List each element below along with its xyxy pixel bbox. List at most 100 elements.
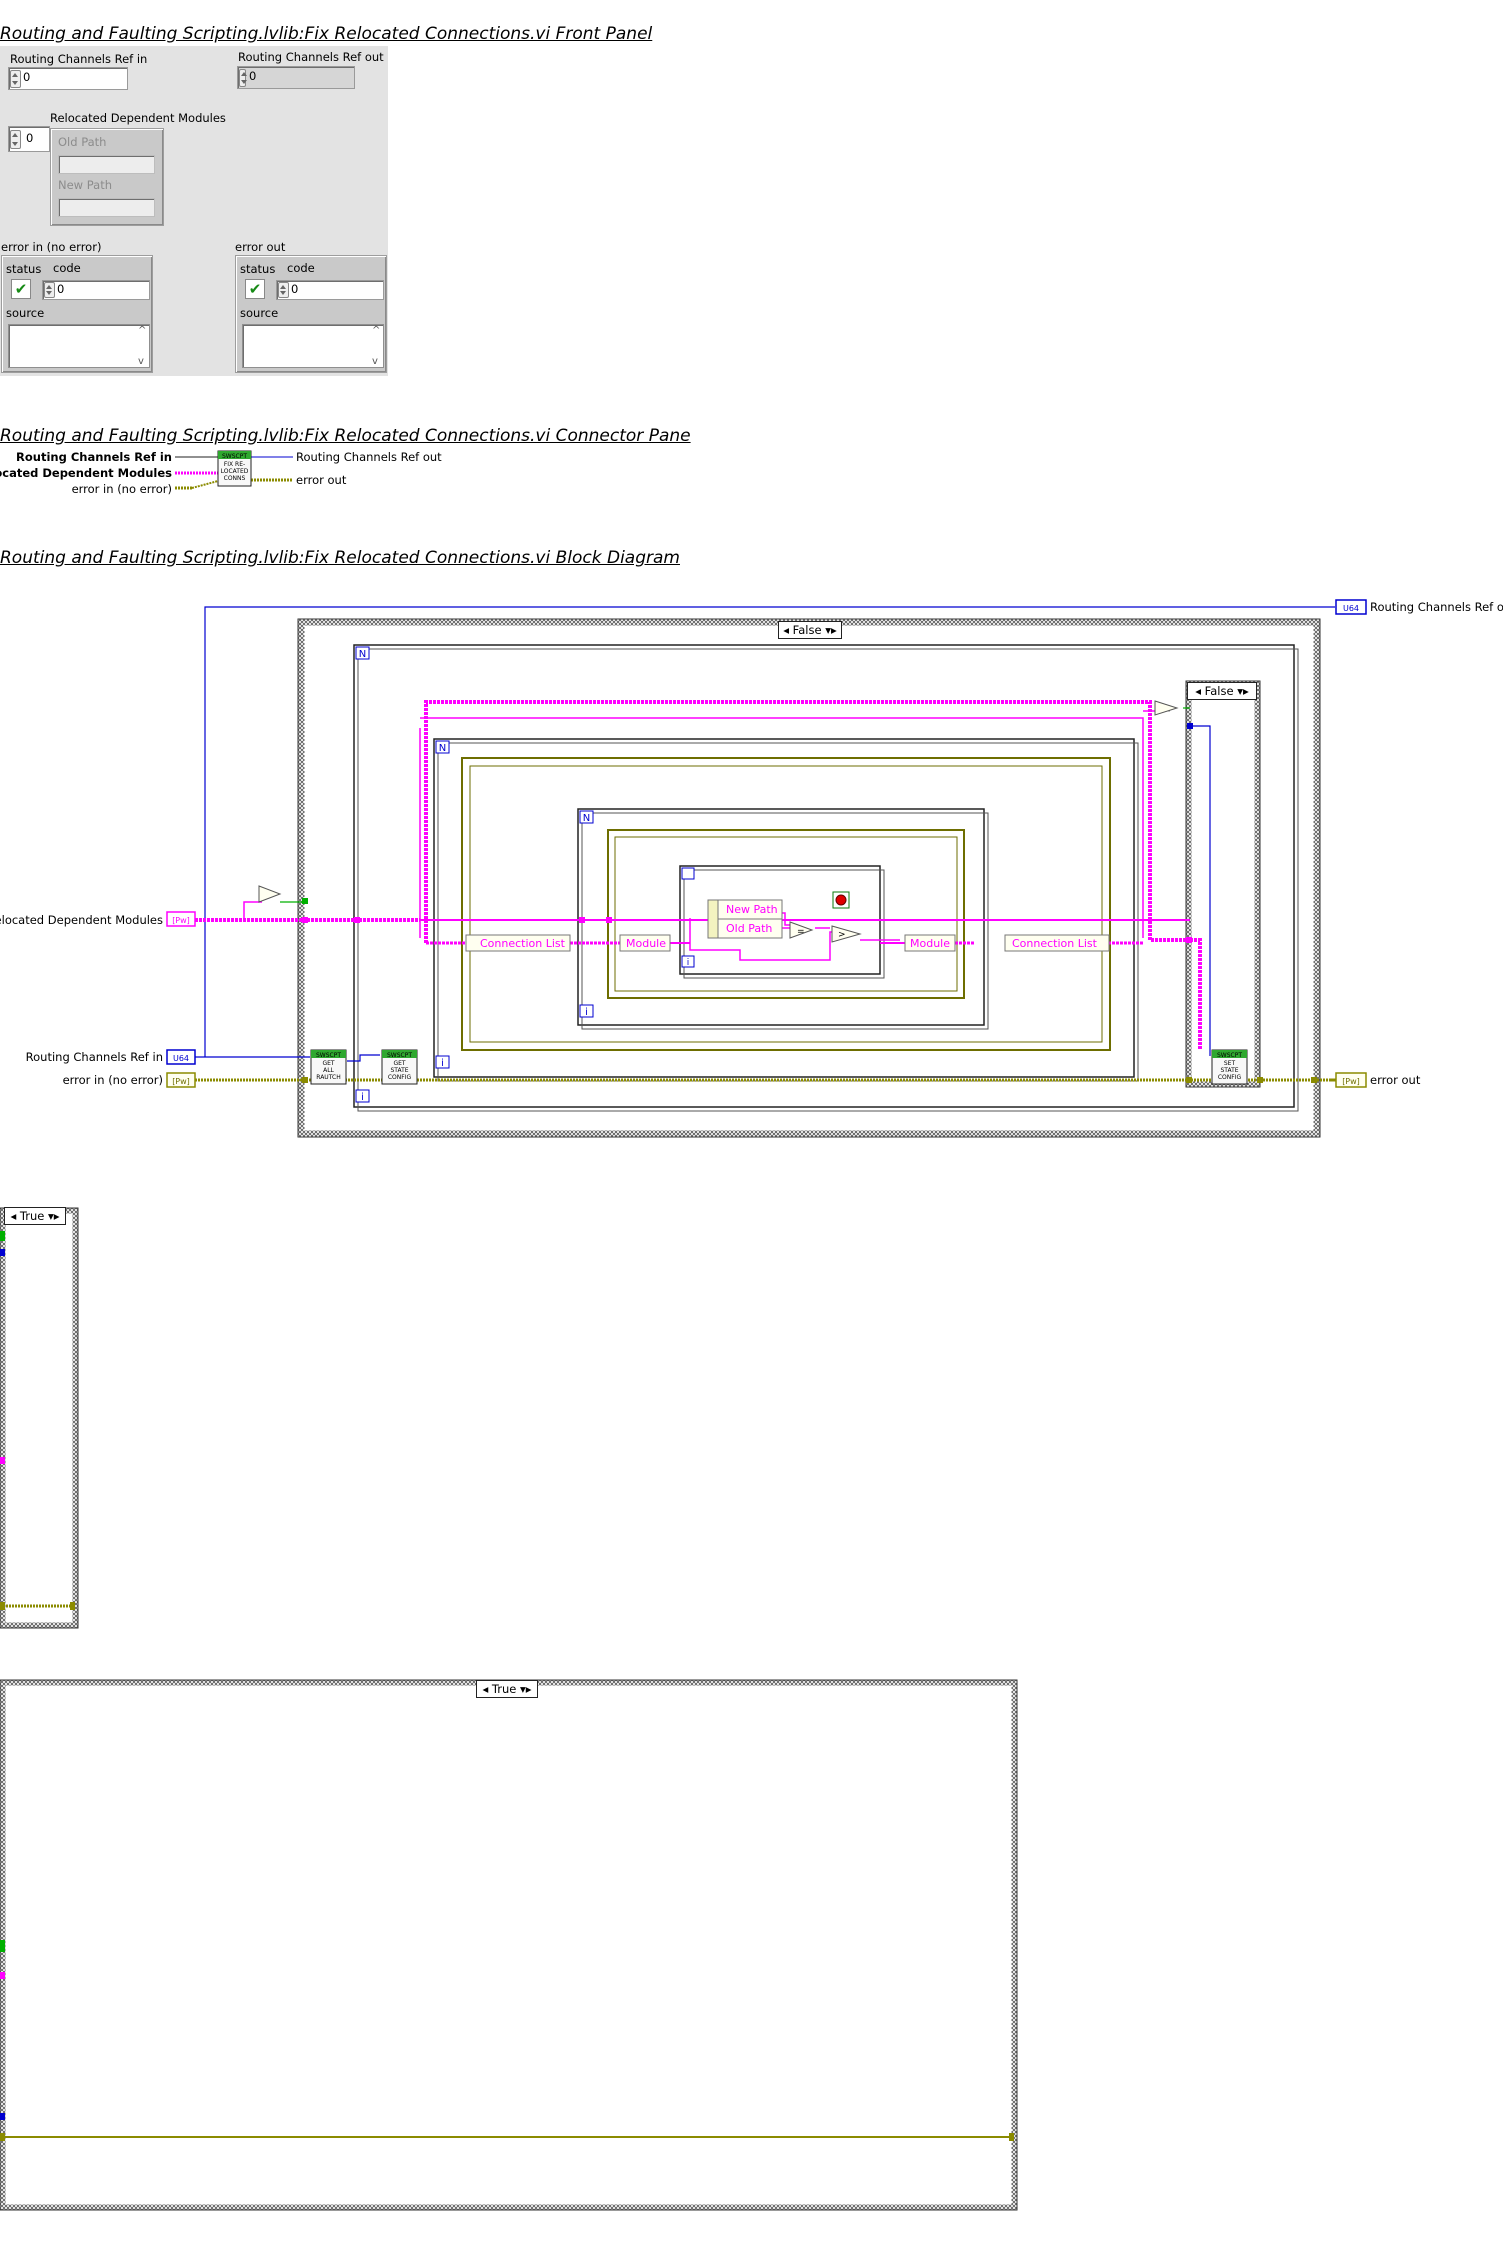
error-in-source-field[interactable]: ^ v <box>8 324 150 368</box>
refnum-icon <box>239 69 247 87</box>
loop-index-terminal <box>435 1055 450 1069</box>
status-checkmark-icon[interactable]: ✔ <box>11 279 31 299</box>
relocated-label: Relocated Dependent Modules <box>0 913 163 927</box>
svg-text:STATE: STATE <box>390 1067 408 1074</box>
svg-text:N: N <box>359 649 366 660</box>
old-path-label: Old Path <box>58 135 107 149</box>
routing-ref-wire <box>204 606 1335 1057</box>
svg-text:CONFIG: CONFIG <box>1218 1074 1242 1081</box>
svg-text:Module: Module <box>626 937 666 950</box>
scroll-up-icon[interactable]: ^ <box>138 325 147 336</box>
code-label: code <box>287 261 315 275</box>
error-out-code-field: 0 <box>276 280 384 300</box>
svg-text:GET: GET <box>322 1060 334 1067</box>
svg-text:SWSCPT: SWSCPT <box>1217 1052 1242 1059</box>
outer-case-structure <box>297 618 1321 1138</box>
dropdown-arrow-icon[interactable]: ▾ <box>1237 684 1243 698</box>
svg-text:GET: GET <box>393 1060 405 1067</box>
decrement-arrow-icon[interactable]: ◂ <box>482 1682 489 1696</box>
decrement-arrow-icon[interactable]: ◂ <box>10 1209 17 1223</box>
svg-text:i: i <box>585 1007 588 1018</box>
scrollbar[interactable]: ^ v <box>136 325 149 367</box>
tunnel <box>1187 723 1193 729</box>
svg-text:Connection List: Connection List <box>480 937 566 950</box>
error-out-label: error out <box>1370 1073 1421 1087</box>
status-label: status <box>6 262 42 276</box>
scroll-up-icon[interactable]: ^ <box>372 325 381 336</box>
svg-text:i: i <box>361 1092 364 1103</box>
error-in-code-field[interactable]: 0 <box>42 280 150 300</box>
svg-text:U64: U64 <box>1343 604 1359 613</box>
code-stepper-icon <box>278 282 289 298</box>
vi-icon-line: LOCATED <box>221 468 249 475</box>
svg-text:N: N <box>439 743 446 754</box>
scroll-down-icon[interactable]: v <box>372 356 378 367</box>
dropdown-arrow-icon[interactable]: ▾ <box>825 623 831 637</box>
error-in-cluster: status code ✔ 0 source ^ v <box>1 255 153 373</box>
relocated-array-index[interactable]: 0 <box>8 126 50 152</box>
svg-text:i: i <box>687 958 690 968</box>
code-label: code <box>53 261 81 275</box>
dropdown-arrow-icon[interactable]: ▾ <box>519 1682 526 1696</box>
loop-index-terminal <box>355 1089 370 1103</box>
increment-arrow-icon[interactable]: ▸ <box>525 1682 532 1696</box>
svg-text:=: = <box>797 927 805 937</box>
increment-arrow-icon[interactable]: ▸ <box>830 623 837 637</box>
dropdown-arrow-icon[interactable]: ▾ <box>47 1209 54 1223</box>
svg-text:RAUTCH: RAUTCH <box>316 1074 340 1081</box>
loop-count-terminal <box>681 867 695 880</box>
svg-text:[Pw]: [Pw] <box>172 916 190 925</box>
increment-arrow-icon[interactable]: ▸ <box>53 1209 60 1223</box>
error-out-label: error out <box>235 240 286 254</box>
increment-arrow-icon[interactable]: ▸ <box>1242 684 1249 698</box>
block-diagram-heading: Routing and Faulting Scripting.lvlib:Fix… <box>0 548 680 568</box>
true-case-selector-2[interactable]: ◂ True ▾▸ <box>476 1680 538 1698</box>
true-case-structure-1 <box>0 1208 78 1628</box>
svg-text:N: N <box>583 813 590 824</box>
cp-output-label: Routing Channels Ref out <box>296 450 442 464</box>
unbundle-field: Old Path <box>726 922 772 935</box>
tunnel <box>1311 1077 1317 1083</box>
cp-input-label: error in (no error) <box>72 482 172 496</box>
routing-in-terminal <box>166 1049 196 1065</box>
routing-out-label: Routing Channels Ref out <box>1370 600 1503 614</box>
svg-text:SWSCPT: SWSCPT <box>387 1052 412 1059</box>
outer-case-selector[interactable]: ◂ False ▾▸ <box>778 621 842 639</box>
middle-for-loop <box>433 738 1135 1078</box>
status-checkmark-icon: ✔ <box>245 279 265 299</box>
empty-array-function <box>258 885 282 903</box>
connection-list-in-node <box>465 934 571 952</box>
old-path-field[interactable] <box>58 155 155 174</box>
scrollbar[interactable]: ^ v <box>370 325 383 367</box>
status-label: status <box>240 262 276 276</box>
subvi-get-state-config: SWSCPT GET STATE CONFIG <box>381 1049 418 1085</box>
tunnel <box>302 898 308 904</box>
block-diagram-canvas: N N N i i i i New Path Old Path = > Conn… <box>0 599 1503 2211</box>
routing-in-label: Routing Channels Ref in <box>10 52 148 66</box>
decrement-arrow-icon[interactable]: ◂ <box>1195 684 1202 698</box>
true-case-selector-1[interactable]: ◂ True ▾▸ <box>4 1207 66 1225</box>
loop-count-terminal <box>579 810 594 824</box>
loop-count-terminal <box>435 740 450 754</box>
scroll-down-icon[interactable]: v <box>138 356 144 367</box>
svg-text:Module: Module <box>910 937 950 950</box>
new-path-label: New Path <box>58 178 113 192</box>
routing-in-control[interactable]: 0 <box>8 67 128 90</box>
code-stepper-icon[interactable] <box>44 282 55 298</box>
source-label: source <box>6 306 45 320</box>
tunnel <box>1186 937 1192 943</box>
index-stepper-icon[interactable] <box>10 130 21 149</box>
svg-text:ALL: ALL <box>323 1067 334 1074</box>
loop-index-terminal <box>681 955 695 968</box>
subvi-set-state-config: SWSCPT SET STATE CONFIG <box>1211 1049 1248 1085</box>
error-out-source-field: ^ v <box>242 324 384 368</box>
loop-count-terminal <box>355 646 370 660</box>
compare-function <box>831 925 862 943</box>
routing-out-terminal <box>1335 599 1367 615</box>
increment-icon[interactable] <box>10 70 21 88</box>
vi-icon-line: SWSCPT <box>222 453 247 460</box>
inner-case-selector[interactable]: ◂ False ▾▸ <box>1187 682 1257 700</box>
new-path-field[interactable] <box>58 198 155 217</box>
connector-pane-diagram: SWSCPT FIX RE- LOCATED CONNS Routing Cha… <box>0 450 442 496</box>
decrement-arrow-icon[interactable]: ◂ <box>783 623 790 637</box>
